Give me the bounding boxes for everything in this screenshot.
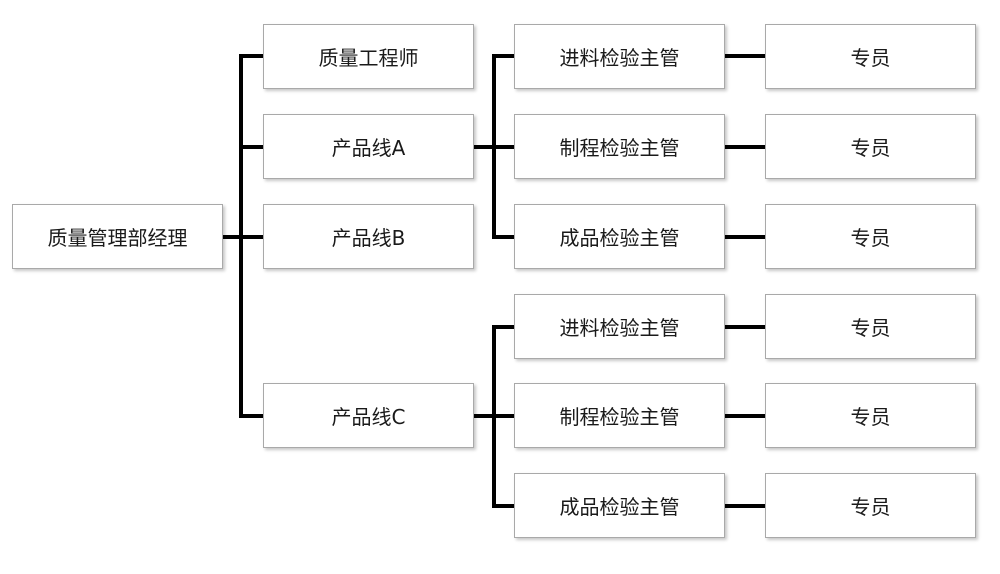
- node-c-incoming-inspection: 进料检验主管: [514, 294, 725, 359]
- connector-c-incoming-staff: [725, 325, 765, 329]
- connector-a-incoming: [492, 54, 514, 58]
- connector-line-c-stub: [474, 414, 496, 418]
- connector-a-finished: [492, 235, 514, 239]
- node-line-b: 产品线B: [263, 204, 474, 269]
- connector-line-a-stub: [474, 145, 496, 149]
- node-a-incoming-staff: 专员: [765, 24, 976, 89]
- node-a-finished-inspection: 成品检验主管: [514, 204, 725, 269]
- connector-to-line-b: [239, 235, 263, 239]
- connector-to-line-c: [239, 414, 263, 418]
- connector-a-finished-staff: [725, 235, 765, 239]
- node-a-process-inspection: 制程检验主管: [514, 114, 725, 179]
- connector-root-stub: [223, 235, 243, 239]
- node-a-finished-staff: 专员: [765, 204, 976, 269]
- node-line-a: 产品线A: [263, 114, 474, 179]
- connector-a-process: [492, 145, 514, 149]
- node-quality-engineer: 质量工程师: [263, 24, 474, 89]
- node-c-incoming-staff: 专员: [765, 294, 976, 359]
- connector-c-finished-staff: [725, 504, 765, 508]
- connector-to-line-a: [239, 145, 263, 149]
- node-line-c: 产品线C: [263, 383, 474, 448]
- connector-c-process: [492, 414, 514, 418]
- connector-c-finished: [492, 504, 514, 508]
- connector-c-incoming: [492, 325, 514, 329]
- connector-a-incoming-staff: [725, 54, 765, 58]
- node-c-process-inspection: 制程检验主管: [514, 383, 725, 448]
- node-c-process-staff: 专员: [765, 383, 976, 448]
- connector-c-process-staff: [725, 414, 765, 418]
- node-a-incoming-inspection: 进料检验主管: [514, 24, 725, 89]
- connector-a-process-staff: [725, 145, 765, 149]
- node-c-finished-staff: 专员: [765, 473, 976, 538]
- connector-to-quality-engineer: [239, 54, 263, 58]
- node-c-finished-inspection: 成品检验主管: [514, 473, 725, 538]
- node-a-process-staff: 专员: [765, 114, 976, 179]
- node-root: 质量管理部经理: [12, 204, 223, 269]
